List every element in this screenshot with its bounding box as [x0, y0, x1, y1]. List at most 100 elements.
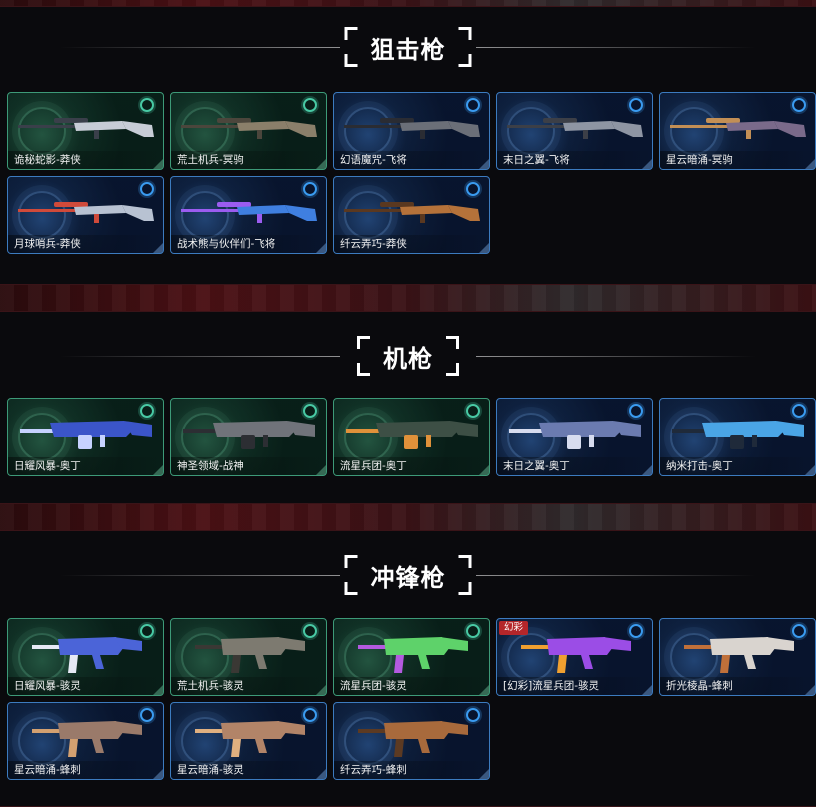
- header-line-right: [476, 575, 756, 576]
- weapon-skin-card[interactable]: 末日之翼-飞将: [496, 92, 653, 170]
- weapon-skin-name: 诡秘蛇影-莽侠: [8, 151, 163, 169]
- mg-weapon-icon: [666, 409, 809, 457]
- section-title: 机枪: [383, 343, 433, 373]
- weapon-skin-name: 日耀风暴-奥丁: [8, 457, 163, 475]
- weapon-skin-name: 星云暗涌-蜂刺: [8, 761, 163, 779]
- section-title: 冲锋枪: [370, 562, 446, 592]
- weapon-skin-name: 荒土机兵-骇灵: [171, 677, 326, 695]
- section-header: 机枪: [0, 332, 816, 380]
- weapon-skin-card[interactable]: 日耀风暴-奥丁: [7, 398, 164, 476]
- weapon-skin-name: 月球哨兵-莽侠: [8, 235, 163, 253]
- weapon-skin-card[interactable]: 末日之翼-奥丁: [496, 398, 653, 476]
- title-frame: 冲锋枪: [344, 555, 472, 595]
- header-line-left: [60, 575, 340, 576]
- rarity-ring-icon: [140, 182, 154, 196]
- rarity-ring-icon: [792, 98, 806, 112]
- weapon-skin-card[interactable]: 诡秘蛇影-莽侠: [7, 92, 164, 170]
- weapon-grid: 日耀风暴-骇灵荒土机兵-骇灵流星兵团-骇灵 幻彩 [幻彩]流星兵团-骇灵折光棱晶-蜂…: [7, 618, 816, 780]
- rarity-ring-icon: [303, 182, 317, 196]
- rarity-ring-icon: [792, 624, 806, 638]
- sniper-weapon-icon: [177, 187, 320, 235]
- rarity-ring-icon: [792, 404, 806, 418]
- mg-weapon-icon: [503, 409, 646, 457]
- smg-weapon-icon: [666, 629, 809, 677]
- rarity-ring-icon: [303, 98, 317, 112]
- weapon-skin-name: 战术熊与伙伴们-飞将: [171, 235, 326, 253]
- mg-weapon-icon: [177, 409, 320, 457]
- sniper-weapon-icon: [340, 187, 483, 235]
- sniper-weapon-icon: [666, 103, 809, 151]
- weapon-skin-card[interactable]: 荒土机兵-冥驹: [170, 92, 327, 170]
- section-title: 狙击枪: [370, 34, 446, 64]
- weapon-skin-name: 流星兵团-骇灵: [334, 677, 489, 695]
- sniper-weapon-icon: [340, 103, 483, 151]
- smg-weapon-icon: [340, 713, 483, 761]
- weapon-skin-card[interactable]: 日耀风暴-骇灵: [7, 618, 164, 696]
- smg-weapon-icon: [503, 629, 646, 677]
- divider-band-2: [0, 502, 816, 530]
- header-line-right: [476, 47, 756, 48]
- rarity-ring-icon: [303, 624, 317, 638]
- smg-weapon-icon: [14, 629, 157, 677]
- title-frame: 机枪: [357, 336, 459, 376]
- weapon-skin-card[interactable]: 战术熊与伙伴们-飞将: [170, 176, 327, 254]
- weapon-skin-card[interactable]: 流星兵团-奥丁: [333, 398, 490, 476]
- weapon-skin-card[interactable]: 幻语魔咒-飞将: [333, 92, 490, 170]
- smg-weapon-icon: [177, 629, 320, 677]
- rarity-ring-icon: [140, 624, 154, 638]
- sniper-weapon-icon: [14, 187, 157, 235]
- header-line-left: [60, 47, 340, 48]
- rarity-ring-icon: [629, 98, 643, 112]
- weapon-skin-card[interactable]: 纤云弄巧-莽侠: [333, 176, 490, 254]
- rarity-ring-icon: [466, 404, 480, 418]
- header-line-right: [476, 356, 756, 357]
- rarity-ring-icon: [466, 182, 480, 196]
- weapon-skin-card[interactable]: 纤云弄巧-蜂刺: [333, 702, 490, 780]
- divider-band-1: [0, 283, 816, 311]
- section-machine-gun: 机枪 日耀风暴-奥丁神圣领域-战神流星兵团-奥丁末日之翼-奥丁纳米打击-奥丁: [0, 311, 816, 504]
- weapon-skin-name: 星云暗涌-冥驹: [660, 151, 815, 169]
- mg-weapon-icon: [340, 409, 483, 457]
- section-header: 狙击枪: [0, 23, 816, 71]
- weapon-skin-card[interactable]: 纳米打击-奥丁: [659, 398, 816, 476]
- rarity-ring-icon: [140, 98, 154, 112]
- rarity-ring-icon: [629, 404, 643, 418]
- rarity-ring-icon: [629, 624, 643, 638]
- weapon-skin-name: [幻彩]流星兵团-骇灵: [497, 677, 652, 695]
- rarity-ring-icon: [466, 98, 480, 112]
- weapon-skin-name: 纤云弄巧-蜂刺: [334, 761, 489, 779]
- rarity-ring-icon: [303, 708, 317, 722]
- section-sniper: 狙击枪 诡秘蛇影-莽侠荒土机兵-冥驹幻语魔咒-飞将末日之翼-飞将星云暗涌-冥驹月…: [0, 6, 816, 285]
- weapon-skin-card[interactable]: 折光棱晶-蜂刺: [659, 618, 816, 696]
- weapon-skin-name: 末日之翼-飞将: [497, 151, 652, 169]
- weapon-grid: 诡秘蛇影-莽侠荒土机兵-冥驹幻语魔咒-飞将末日之翼-飞将星云暗涌-冥驹月球哨兵-…: [7, 92, 816, 254]
- rarity-ring-icon: [466, 624, 480, 638]
- weapon-skin-card[interactable]: 流星兵团-骇灵: [333, 618, 490, 696]
- sniper-weapon-icon: [14, 103, 157, 151]
- weapon-skin-name: 荒土机兵-冥驹: [171, 151, 326, 169]
- weapon-grid: 日耀风暴-奥丁神圣领域-战神流星兵团-奥丁末日之翼-奥丁纳米打击-奥丁: [7, 398, 816, 476]
- weapon-skin-name: 纤云弄巧-莽侠: [334, 235, 489, 253]
- weapon-skin-name: 神圣领域-战神: [171, 457, 326, 475]
- weapon-skin-card[interactable]: 荒土机兵-骇灵: [170, 618, 327, 696]
- weapon-skin-card[interactable]: 星云暗涌-冥驹: [659, 92, 816, 170]
- weapon-skin-card[interactable]: 星云暗涌-蜂刺: [7, 702, 164, 780]
- weapon-skin-card[interactable]: 星云暗涌-骇灵: [170, 702, 327, 780]
- weapon-skin-name: 末日之翼-奥丁: [497, 457, 652, 475]
- weapon-skin-card[interactable]: 神圣领域-战神: [170, 398, 327, 476]
- smg-weapon-icon: [340, 629, 483, 677]
- rarity-ring-icon: [140, 404, 154, 418]
- weapon-skin-name: 星云暗涌-骇灵: [171, 761, 326, 779]
- weapon-skin-card[interactable]: 月球哨兵-莽侠: [7, 176, 164, 254]
- weapon-skin-card[interactable]: 幻彩 [幻彩]流星兵团-骇灵: [496, 618, 653, 696]
- weapon-skin-name: 幻语魔咒-飞将: [334, 151, 489, 169]
- weapon-skin-name: 流星兵团-奥丁: [334, 457, 489, 475]
- title-frame: 狙击枪: [344, 27, 472, 67]
- weapon-skin-name: 折光棱晶-蜂刺: [660, 677, 815, 695]
- header-line-left: [60, 356, 340, 357]
- variant-badge: 幻彩: [499, 621, 529, 635]
- weapon-skin-name: 纳米打击-奥丁: [660, 457, 815, 475]
- rarity-ring-icon: [140, 708, 154, 722]
- rarity-ring-icon: [303, 404, 317, 418]
- sniper-weapon-icon: [177, 103, 320, 151]
